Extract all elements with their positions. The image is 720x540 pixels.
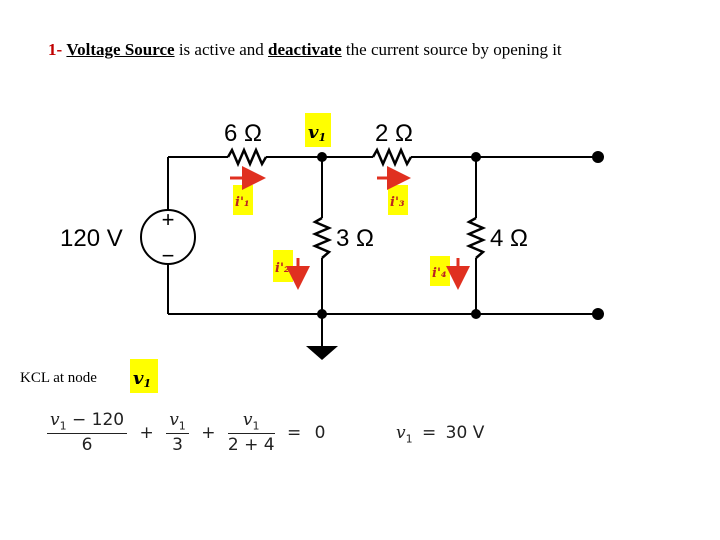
current-i1-highlight	[233, 185, 253, 215]
kcl-equation: v1 − 120 6 + v1 3 + v1 2 + 4 = 0	[44, 410, 329, 455]
title-number: 1-	[48, 40, 63, 59]
node-v1-highlight	[305, 113, 331, 147]
resistor-4-ohm	[465, 216, 487, 259]
kcl-v1-sub: 1	[143, 377, 151, 390]
node-dot	[471, 152, 481, 162]
var-sub: 1	[59, 419, 67, 433]
number-120: 120	[91, 410, 125, 430]
kcl-v1-letter: v	[133, 368, 144, 389]
result-equals: =	[422, 423, 437, 443]
fraction-2-denominator: 3	[172, 435, 183, 456]
equals-sign: =	[286, 422, 302, 443]
source-plus-sign: +	[162, 207, 175, 232]
result-equation: v1 = 30 V	[396, 423, 484, 445]
kcl-label: KCL at node	[20, 370, 97, 386]
resistor-2-label: 2 Ω	[375, 120, 413, 147]
var-v: v	[169, 410, 179, 430]
resistor-3-label: 3 Ω	[336, 225, 374, 252]
node-v1-letter: v	[308, 122, 319, 143]
resistor-3-ohm	[311, 216, 333, 259]
plus-sign: +	[201, 422, 216, 443]
var-sub: 1	[178, 419, 186, 433]
var-sub: 1	[252, 419, 260, 433]
current-i3-highlight	[388, 185, 408, 215]
circuit-wires	[167, 156, 598, 346]
fraction-3: v1 2 + 4	[227, 410, 275, 456]
title-bold-deactivate: deactivate	[268, 40, 342, 59]
node-v1-label: v1	[308, 122, 326, 144]
fraction-1: v1 − 120 6	[47, 410, 128, 456]
kcl-v1-label: v1	[133, 368, 151, 390]
voltage-source	[140, 209, 196, 265]
resistor-2-ohm	[371, 146, 413, 168]
current-i3-label: i'₃	[390, 195, 405, 210]
resistor-6-label: 6 Ω	[224, 120, 262, 147]
node-dot	[471, 309, 481, 319]
title-text-2: the current source by opening it	[345, 40, 562, 59]
circuit-nodes	[317, 151, 604, 320]
equation-zero: 0	[314, 422, 326, 443]
resistor-4-label: 4 Ω	[490, 225, 528, 252]
terminal-dot	[592, 308, 604, 320]
var-v: v	[50, 410, 60, 430]
fraction-1-denominator: 6	[81, 435, 93, 456]
minus-sign: −	[72, 410, 87, 430]
var-v: v	[242, 410, 253, 430]
node-dot	[317, 309, 327, 319]
ground-symbol	[306, 346, 338, 360]
fraction-3-denominator: 2 + 4	[227, 435, 275, 456]
current-i4-highlight	[430, 256, 450, 286]
source-voltage-label: 120 V	[60, 225, 123, 252]
node-dot	[317, 152, 327, 162]
result-value: 30 V	[445, 423, 485, 443]
slide-title: 1- Voltage Source is active and deactiva…	[48, 40, 562, 60]
fraction-2-numerator: v1	[166, 410, 189, 435]
current-i4-label: i'₄	[432, 266, 447, 281]
result-var-sub: 1	[405, 432, 413, 446]
kcl-v1-highlight	[130, 359, 158, 393]
fraction-2: v1 3	[166, 410, 189, 455]
terminal-dot	[592, 151, 604, 163]
current-arrows	[230, 166, 470, 290]
result-var-v: v	[396, 423, 406, 443]
fraction-3-numerator: v1	[227, 410, 275, 435]
title-bold-voltage-source: Voltage Source	[66, 40, 175, 59]
title-text-1: is active and	[178, 40, 264, 59]
current-i2-label: i'₂	[275, 261, 290, 276]
plus-sign: +	[139, 422, 154, 443]
node-v1-sub: 1	[318, 131, 326, 144]
current-i1-label: i'₁	[235, 195, 250, 210]
fraction-1-numerator: v1 − 120	[47, 410, 128, 435]
source-minus-sign: −	[162, 243, 175, 268]
resistor-6-ohm	[226, 146, 268, 168]
